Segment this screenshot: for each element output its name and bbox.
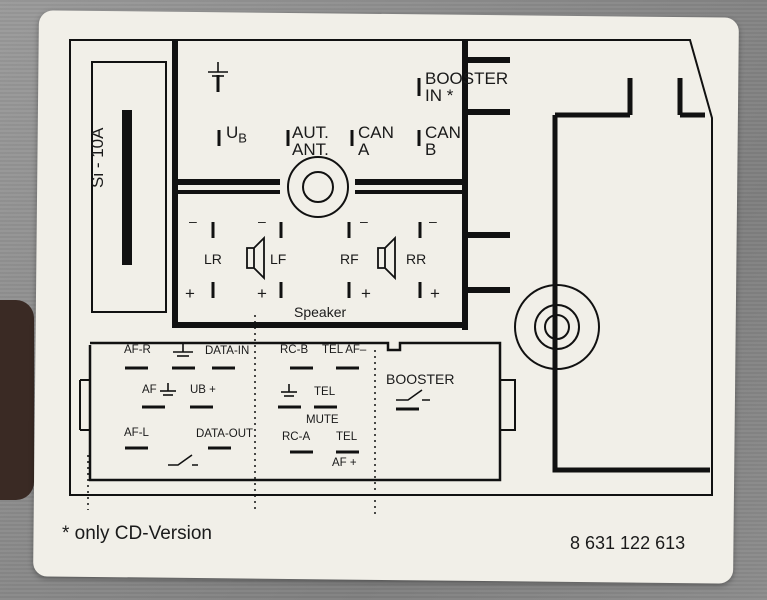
rf-label: RF bbox=[340, 251, 359, 267]
fuse-label: Si - 10A bbox=[88, 127, 107, 188]
rf-plus: + bbox=[361, 284, 371, 303]
ub-label: UB bbox=[226, 123, 247, 146]
data-out-label: DATA-OUT bbox=[196, 428, 254, 440]
lf-label: LF bbox=[270, 251, 287, 267]
top-connector-left-wall bbox=[172, 40, 465, 328]
rc-b-label: RC-B bbox=[280, 344, 309, 356]
lr-label: LR bbox=[204, 251, 222, 267]
af-r-label: AF-R bbox=[124, 344, 151, 356]
can-a-label: CAN A bbox=[358, 123, 394, 159]
switch-icon-right bbox=[396, 389, 430, 401]
rf-minus: – bbox=[360, 213, 368, 229]
tel-label: TEL bbox=[314, 386, 336, 398]
rr-minus: – bbox=[429, 213, 437, 229]
lf-plus: + bbox=[257, 284, 267, 303]
lf-minus: – bbox=[258, 213, 266, 229]
af-l-label: AF-L bbox=[124, 427, 149, 439]
fuse-box bbox=[91, 61, 167, 313]
rr-label: RR bbox=[406, 251, 427, 267]
switch-icon-left bbox=[168, 454, 198, 466]
lr-plus: + bbox=[185, 284, 195, 303]
cd-version-note: * only CD-Version bbox=[62, 523, 212, 544]
lr-minus: – bbox=[189, 213, 197, 229]
tel-af-plus-top: TEL bbox=[336, 431, 358, 443]
tel-af-plus-bottom: AF + bbox=[332, 457, 357, 469]
rc-a-label: RC-A bbox=[282, 431, 311, 443]
data-in-label: DATA-IN bbox=[205, 345, 250, 357]
right-block bbox=[552, 115, 710, 473]
booster-label: BOOSTER bbox=[386, 371, 455, 387]
speaker-icon-left bbox=[246, 235, 265, 281]
cable bbox=[0, 300, 34, 500]
speaker-title: Speaker bbox=[294, 304, 347, 320]
af-ground-label: AF bbox=[142, 384, 157, 396]
can-b-label: CAN B bbox=[425, 123, 461, 159]
outer-frame bbox=[69, 39, 713, 496]
tel-af-minus-label: TEL AF– bbox=[322, 344, 367, 356]
rr-plus: + bbox=[430, 284, 440, 303]
ub-plus-label: UB + bbox=[190, 384, 216, 396]
aut-ant-label: AUT. ANT. bbox=[292, 123, 329, 159]
antenna-socket bbox=[287, 156, 349, 218]
right-socket bbox=[514, 284, 600, 370]
mute-label: MUTE bbox=[306, 414, 339, 426]
part-number: 8 631 122 613 bbox=[570, 533, 686, 553]
bottom-connector bbox=[88, 341, 502, 482]
booster-in-label: BOOSTER IN * bbox=[425, 69, 509, 105]
speaker-icon-right bbox=[377, 235, 396, 281]
